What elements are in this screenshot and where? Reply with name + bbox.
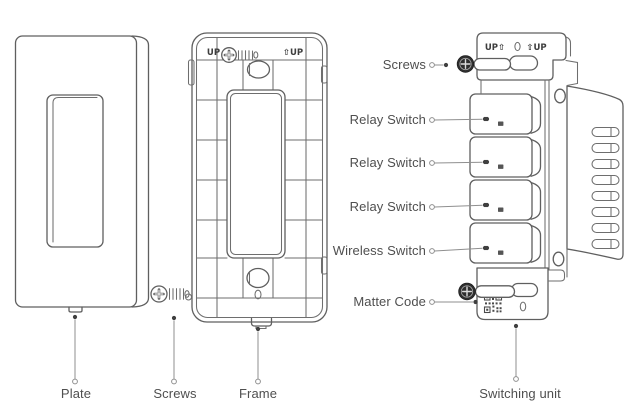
switching-unit-drawing: UP⇧ ⇧UP xyxy=(456,32,624,321)
label-relay-switch-3: Relay Switch xyxy=(349,199,426,214)
frame-bottom-hole xyxy=(246,267,270,289)
frame-opening-inner xyxy=(229,92,283,256)
screw-icon-unit-bottom xyxy=(458,282,516,301)
frame-bottom-tab xyxy=(250,317,273,327)
frame-left-pin xyxy=(184,293,193,301)
unit-bottom-small-hole xyxy=(519,301,527,312)
plate-opening-depth xyxy=(52,96,98,243)
rocker-button-3 xyxy=(469,179,542,221)
label-matter-code: Matter Code xyxy=(353,294,426,309)
frame-outer-border xyxy=(191,32,328,323)
label-relay-switch-2: Relay Switch xyxy=(349,155,426,170)
unit-strap-edges xyxy=(480,79,550,271)
frame-bottom-tab-step xyxy=(255,325,267,330)
label-wireless-switch: Wireless Switch xyxy=(332,243,426,258)
label-plate: Plate xyxy=(60,386,92,401)
leader-lines xyxy=(72,62,519,385)
plate-depth-edge xyxy=(131,35,150,308)
frame-up-right-marking: ⇧UP xyxy=(283,48,303,58)
unit-up-right-marking: ⇧UP xyxy=(526,43,546,53)
label-frame: Frame xyxy=(238,386,278,401)
plate-opening xyxy=(46,94,104,248)
rocker-button-2 xyxy=(469,136,542,178)
frame-up-left-marking: UP xyxy=(207,48,220,58)
frame-top-hole xyxy=(246,60,271,79)
frame-drawing: UP ⇧UP xyxy=(184,32,328,330)
rocker-button-4 xyxy=(469,222,542,264)
unit-up-left-marking: UP⇧ xyxy=(485,43,505,53)
unit-top-small-hole xyxy=(514,41,521,52)
unit-top-flange-depth xyxy=(565,36,572,57)
plate-front-face xyxy=(14,35,138,308)
plate-drawing xyxy=(14,35,150,313)
unit-side-hole-bottom xyxy=(552,251,565,267)
frame-inner-border xyxy=(195,36,324,319)
screw-icon-unit-top xyxy=(456,55,512,73)
frame-ribs xyxy=(195,36,324,319)
label-screws-right: Screws xyxy=(382,57,426,72)
frame-opening xyxy=(226,89,286,259)
unit-bottom-step xyxy=(548,269,566,282)
label-relay-switch-1: Relay Switch xyxy=(349,112,426,127)
unit-side-hole-top xyxy=(554,88,566,104)
frame-right-clip-top xyxy=(320,65,328,84)
label-screws-bottom: Screws xyxy=(153,386,197,401)
unit-body-step-edge xyxy=(565,59,579,87)
frame-right-clip-bottom xyxy=(320,256,328,275)
unit-side-body xyxy=(566,85,624,260)
screw-icon-frame xyxy=(221,47,259,63)
louver-vents xyxy=(591,126,620,250)
screw-icon-middle xyxy=(150,285,190,303)
plate-bottom-tab xyxy=(68,306,83,313)
frame-small-hole xyxy=(254,289,262,300)
rocker-button-1 xyxy=(469,93,542,135)
label-switching-unit: Switching unit xyxy=(479,386,561,401)
frame-left-clip xyxy=(187,59,195,86)
